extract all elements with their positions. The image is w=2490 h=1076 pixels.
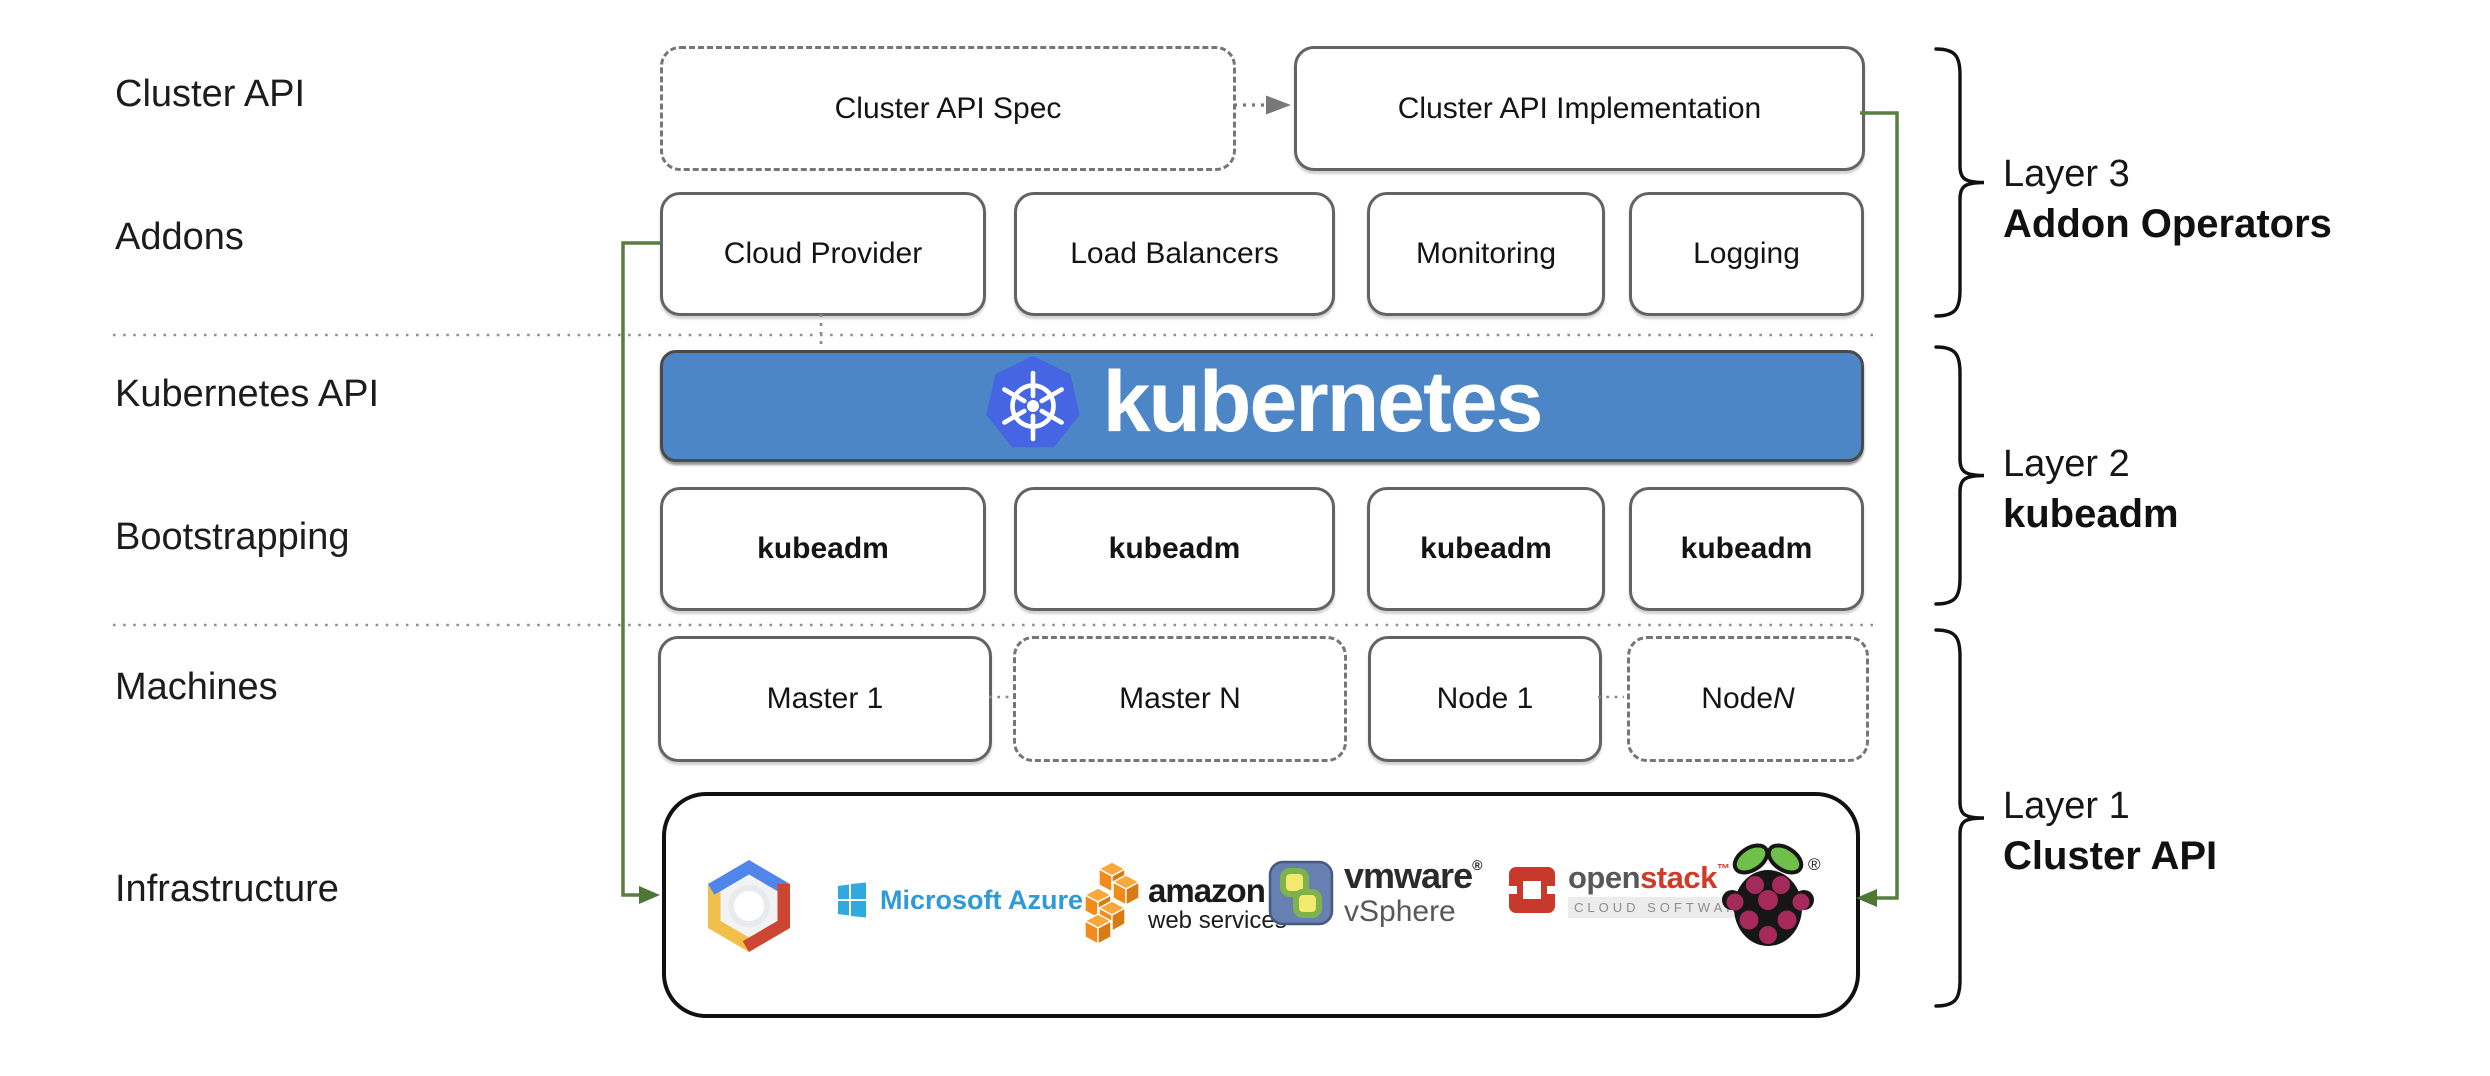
openstack-stack-label: stack (1640, 860, 1717, 895)
kubeadm-box-3: kubeadm (1367, 487, 1605, 611)
row-label-machines: Machines (115, 666, 278, 708)
layer1-brace (1930, 628, 1988, 1008)
aws-webservices-label: web services (1148, 906, 1287, 934)
layer1-annotation: Layer 1 Cluster API (2003, 782, 2217, 882)
openstack-icon (1506, 864, 1558, 916)
machine-box-node-n: Node N (1627, 636, 1869, 762)
row-label-infrastructure: Infrastructure (115, 868, 339, 910)
node-n-prefix: Node (1701, 682, 1774, 715)
vsphere-icon (1268, 860, 1334, 926)
vmware-label: vmware (1344, 855, 1473, 896)
raspberry-reg-mark: ® (1808, 855, 1821, 874)
node-n-italic-suffix: N (1773, 682, 1795, 715)
openstack-tm-mark: ™ (1716, 861, 1730, 876)
cluster-api-spec-box: Cluster API Spec (660, 46, 1236, 171)
layer3-brace (1930, 47, 1988, 318)
openstack-logo: openstack™ CLOUD SOFTWARE (1506, 860, 1759, 918)
layer2-subtitle: kubeadm (2003, 491, 2179, 536)
openstack-subtitle: CLOUD SOFTWARE (1568, 897, 1759, 918)
machine-box-master-1: Master 1 (658, 636, 992, 762)
kubernetes-logo-icon (983, 354, 1083, 458)
layer3-title: Layer 3 (2003, 153, 2130, 195)
kubernetes-banner: kubernetes (660, 350, 1864, 462)
aws-cubes-icon (1084, 862, 1140, 944)
row-label-bootstrapping: Bootstrapping (115, 516, 350, 558)
kubeadm-box-4: kubeadm (1629, 487, 1864, 611)
vsphere-label: vSphere (1344, 895, 1456, 928)
machine-box-node-1: Node 1 (1368, 636, 1602, 762)
layer2-title: Layer 2 (2003, 443, 2130, 485)
aws-logo: amazon web services (1084, 862, 1287, 944)
microsoft-azure-logo: Microsoft Azure (830, 880, 1083, 920)
layer3-annotation: Layer 3 Addon Operators (2003, 150, 2332, 250)
infrastructure-box: Microsoft Azure amazon web services (662, 792, 1860, 1018)
microsoft-window-icon (830, 880, 870, 920)
kubeadm-box-2: kubeadm (1014, 487, 1335, 611)
azure-label: Microsoft Azure (880, 884, 1084, 915)
cluster-api-implementation-box: Cluster API Implementation (1294, 46, 1865, 171)
layer1-subtitle: Cluster API (2003, 833, 2218, 878)
kubernetes-wordmark: kubernetes (1102, 354, 1544, 450)
vmware-reg-mark: ® (1472, 857, 1482, 873)
raspberry-pi-logo: ® (1718, 838, 1822, 952)
addon-box-cloud-provider: Cloud Provider (660, 192, 986, 316)
machine-box-master-n: Master N (1013, 636, 1347, 762)
addon-box-logging: Logging (1629, 192, 1864, 316)
row-label-kubernetes-api: Kubernetes API (115, 373, 380, 415)
openstack-open-label: open (1568, 860, 1641, 895)
row-label-addons: Addons (115, 216, 244, 258)
row-label-cluster-api: Cluster API (115, 73, 306, 115)
layer2-annotation: Layer 2 kubeadm (2003, 440, 2179, 540)
aws-amazon-label: amazon (1148, 871, 1266, 909)
layer3-subtitle: Addon Operators (2003, 201, 2332, 246)
layer1-title: Layer 1 (2003, 785, 2130, 827)
layer2-brace (1930, 345, 1988, 606)
vmware-vsphere-logo: vmware® vSphere (1268, 855, 1482, 928)
addon-box-load-balancers: Load Balancers (1014, 192, 1335, 316)
kubeadm-box-1: kubeadm (660, 487, 986, 611)
addon-box-monitoring: Monitoring (1367, 192, 1605, 316)
google-cloud-logo (702, 856, 796, 956)
